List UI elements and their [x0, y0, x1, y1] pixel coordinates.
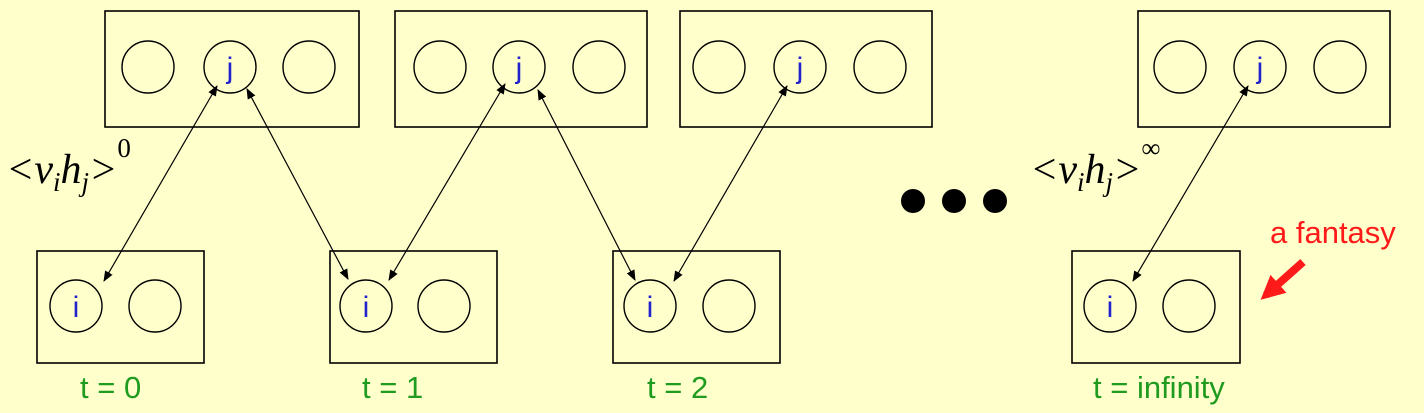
visible-unit-i	[339, 279, 393, 333]
arrow-v1-h1	[388, 83, 506, 281]
hidden-unit	[1313, 40, 1367, 94]
fantasy-arrow	[1260, 259, 1306, 300]
hidden-layer-t2: j	[679, 10, 933, 128]
visible-unit-i	[623, 279, 677, 333]
hidden-unit-j	[1233, 40, 1287, 94]
visible-unit-i	[1083, 279, 1137, 333]
hidden-layer-t1: j	[394, 10, 648, 128]
correlation-label-start: <vihj>0	[6, 133, 131, 197]
visible-unit-i	[49, 279, 103, 333]
hidden-unit-j	[492, 40, 546, 94]
visible-unit-label: i	[73, 291, 80, 324]
visible-layer-t1: i	[329, 250, 498, 364]
visible-layer-t0: i	[36, 250, 205, 364]
arrow-vinf-hinf	[1132, 85, 1249, 282]
hidden-layer-tinf: j	[1137, 10, 1391, 128]
visible-layer-tinf: i	[1071, 250, 1241, 364]
visible-unit-label: i	[647, 291, 654, 324]
visible-unit-label: i	[363, 291, 370, 324]
time-label-tinf: t = infinity	[1093, 370, 1225, 405]
ellipsis-dots	[901, 189, 1007, 213]
hidden-unit	[853, 40, 907, 94]
hidden-unit-label: j	[1256, 52, 1264, 85]
arrow-h1-v2	[537, 89, 636, 281]
fantasy-annotation: a fantasy	[1270, 215, 1396, 250]
arrow-h0-v1	[246, 88, 349, 280]
time-label-t0: t = 0	[80, 370, 141, 405]
hidden-unit-j	[203, 40, 257, 94]
visible-unit-label: i	[1107, 291, 1114, 324]
hidden-unit-label: j	[796, 52, 804, 85]
arrow-v2-h2	[673, 85, 788, 282]
time-label-t1: t = 1	[362, 370, 423, 405]
correlation-label-end: <vihj>∞	[1030, 133, 1161, 197]
hidden-unit-j	[773, 40, 827, 94]
arrow-v0-h0	[103, 85, 218, 282]
time-label-t2: t = 2	[647, 370, 708, 405]
hidden-unit-label: j	[226, 52, 234, 85]
visible-layer-t2: i	[612, 250, 781, 364]
hidden-unit-label: j	[515, 52, 523, 85]
gibbs-arrows	[103, 83, 1249, 282]
hidden-layer-t0: j	[104, 10, 360, 128]
